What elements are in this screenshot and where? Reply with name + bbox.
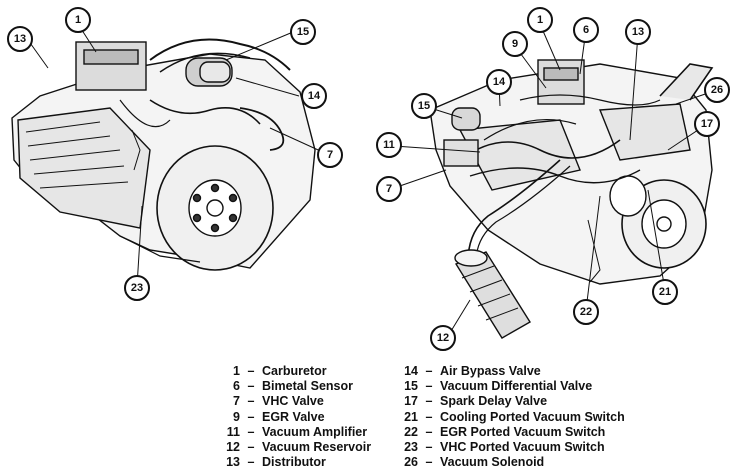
legend-label: Air Bypass Valve [440,364,541,378]
legend-num: 26 [404,455,418,470]
legend-label: Carburetor [262,364,327,378]
legend-row: 22–EGR Ported Vacuum Switch [392,425,625,440]
callout-vhc-valve: 7 [376,176,402,202]
callout-distributor: 13 [7,26,33,52]
callout-cooling-ported-vacuum-switch: 21 [652,279,678,305]
legend-num: 13 [226,455,240,470]
legend-row: 23–VHC Ported Vacuum Switch [392,440,625,455]
callout-spark-delay-valve: 17 [694,111,720,137]
legend-label: VHC Valve [262,394,324,409]
right-engine-illustration [429,59,714,339]
legend-dash: – [247,364,255,378]
callout-air-bypass-valve: 14 [486,69,512,95]
callout-vhc-ported-vacuum-switch: 23 [124,275,150,301]
legend-row: 21–Cooling Ported Vacuum Switch [392,410,625,425]
legend-dash: – [425,394,433,409]
callout-vacuum-differential-valve: 15 [411,93,437,119]
legend-dash: – [247,379,255,394]
legend-dash: – [425,409,433,424]
legend-num: 1 [233,364,240,378]
legend-label: Vacuum Differential Valve [440,379,593,394]
legend-row: 26–Vacuum Solenoid [392,455,625,470]
callout-vacuum-solenoid: 26 [704,77,730,103]
callout-vacuum-reservoir: 12 [430,325,456,351]
legend-num: 14 [404,364,418,378]
legend-dash: – [247,440,255,455]
callout-vacuum-amplifier: 11 [376,132,402,158]
legend-left: 1–Carburetor 6–Bimetal Sensor 7–VHC Valv… [214,364,371,470]
legend-label: Vacuum Reservoir [262,440,372,455]
callout-carburetor: 1 [65,7,91,33]
legend-label: Spark Delay Valve [440,394,548,409]
legend-dash: – [247,409,255,424]
legend-dash: – [425,364,433,378]
legend-num: 11 [226,424,240,439]
legend-row: 9–EGR Valve [214,410,371,425]
callout-carburetor: 1 [527,7,553,33]
callout-egr-ported-vacuum-switch: 22 [573,299,599,325]
left-engine-illustration [11,38,316,271]
callout-vacuum-differential-valve: 15 [290,19,316,45]
legend-num: 17 [404,394,418,409]
legend-dash: – [247,394,255,409]
callout-bimetal-sensor: 6 [573,17,599,43]
legend-num: 22 [404,424,418,439]
legend-row: 11–Vacuum Amplifier [214,425,371,440]
legend-num: 12 [226,440,240,455]
callout-vhc-valve: 7 [317,142,343,168]
legend-dash: – [425,379,433,394]
legend-label: Cooling Ported Vacuum Switch [440,409,625,424]
legend-label: VHC Ported Vacuum Switch [440,440,605,455]
legend-label: EGR Valve [262,409,325,424]
callout-air-bypass-valve: 14 [301,83,327,109]
legend-num: 21 [404,409,418,424]
legend-row: 15–Vacuum Differential Valve [392,379,625,394]
legend-label: Vacuum Solenoid [440,455,545,470]
legend-row: 14–Air Bypass Valve [392,364,625,379]
legend-dash: – [425,440,433,455]
legend-num: 23 [404,440,418,455]
legend-num: 6 [233,379,240,394]
legend-label: EGR Ported Vacuum Switch [440,424,606,439]
callout-distributor: 13 [625,19,651,45]
callout-egr-valve: 9 [502,31,528,57]
legend-num: 7 [233,394,240,409]
legend-num: 9 [233,409,240,424]
legend-label: Distributor [262,455,326,470]
legend-dash: – [247,424,255,439]
legend-dash: – [425,424,433,439]
legend-row: 17–Spark Delay Valve [392,394,625,409]
legend-right: 14–Air Bypass Valve 15–Vacuum Differenti… [392,364,625,470]
legend-row: 6–Bimetal Sensor [214,379,371,394]
legend-row: 1–Carburetor [214,364,371,379]
legend-num: 15 [404,379,418,394]
legend-dash: – [425,455,433,470]
legend-label: Bimetal Sensor [262,379,354,394]
legend-row: 13–Distributor [214,455,371,470]
legend-row: 7–VHC Valve [214,394,371,409]
legend-label: Vacuum Amplifier [262,424,368,439]
legend-row: 12–Vacuum Reservoir [214,440,371,455]
legend-dash: – [247,455,255,470]
